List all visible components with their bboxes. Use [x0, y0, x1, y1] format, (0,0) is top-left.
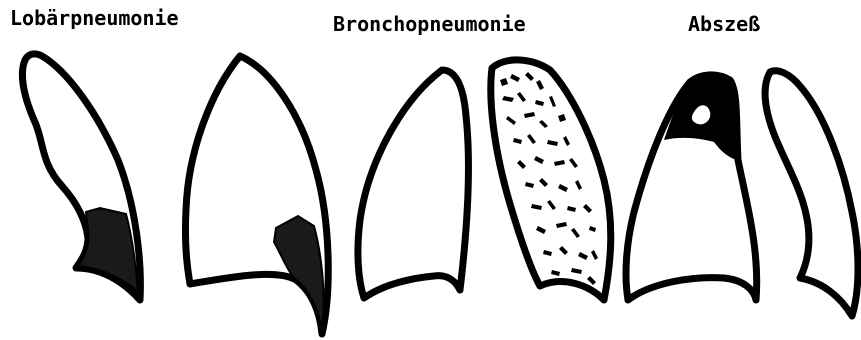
lobar-left-lung: [185, 56, 328, 334]
abscess-lung: [626, 75, 757, 300]
lobar-right-lung: [22, 54, 140, 300]
broncho-clear-lung: [358, 70, 469, 298]
abscess-clear-lung: [765, 71, 858, 316]
broncho-speckled-lung: [491, 60, 611, 300]
